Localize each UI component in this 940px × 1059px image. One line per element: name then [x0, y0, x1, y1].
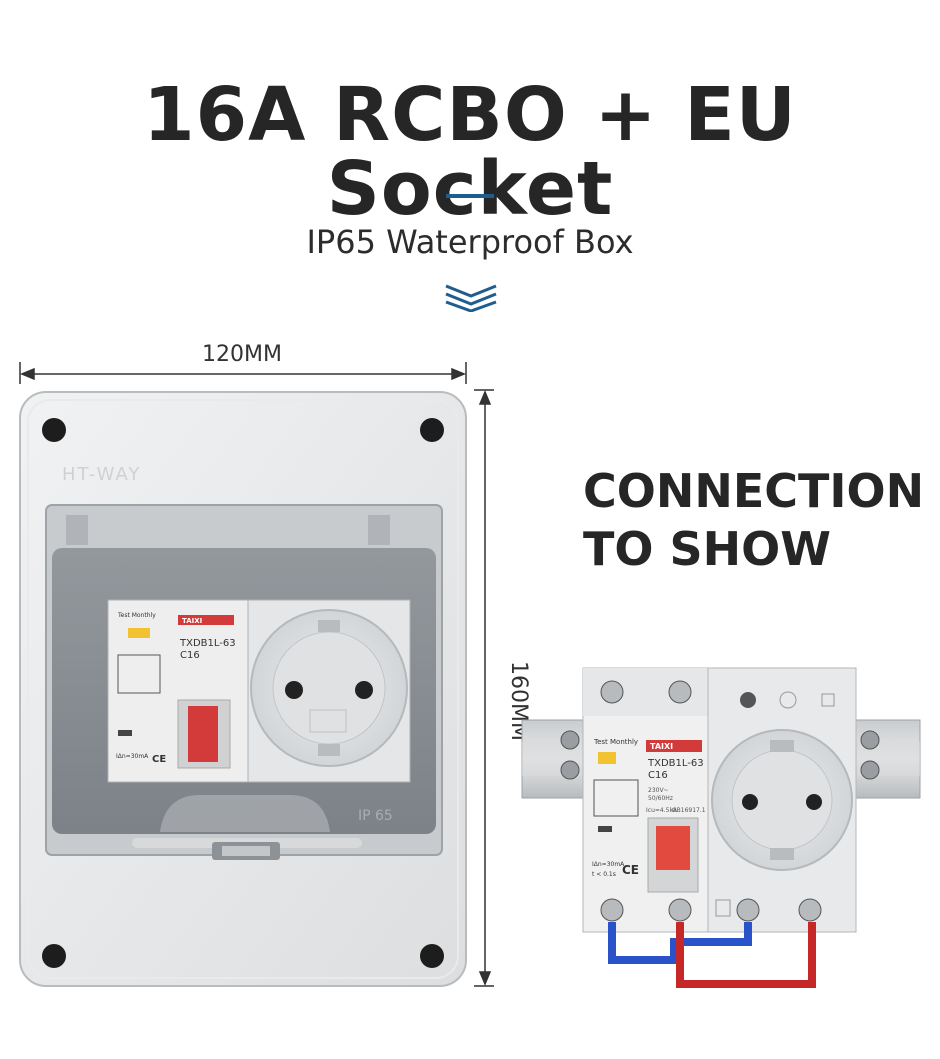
svg-text:Test Monthly: Test Monthly — [593, 738, 638, 746]
chevron-down-icon — [445, 284, 497, 312]
page-title: 16A RCBO + EU Socket — [143, 72, 797, 232]
height-dimension-line — [474, 389, 494, 987]
svg-text:t < 0.1s: t < 0.1s — [592, 871, 616, 878]
neutral-wire — [608, 922, 752, 964]
box-rating-text: IP 65 — [358, 808, 393, 824]
svg-text:230V~: 230V~ — [648, 787, 669, 794]
width-dimension-line — [19, 362, 467, 384]
live-wire — [676, 922, 816, 988]
title-underline — [446, 194, 494, 198]
subtitle: IP65 Waterproof Box — [306, 223, 634, 261]
connection-line-2: TO SHOW — [583, 522, 831, 576]
svg-text:IΔn=30mA: IΔn=30mA — [592, 861, 625, 868]
width-dimension-label: 120MM — [202, 342, 282, 367]
svg-text:CE: CE — [152, 754, 166, 765]
svg-text:GB16917.1: GB16917.1 — [672, 807, 706, 814]
connection-heading: CONNECTION TO SHOW — [583, 462, 924, 578]
svg-text:CE: CE — [622, 863, 639, 877]
svg-text:TXDB1L-63: TXDB1L-63 — [647, 758, 704, 769]
svg-text:TXDB1L-63: TXDB1L-63 — [179, 638, 236, 649]
connection-line-1: CONNECTION — [583, 464, 925, 518]
connection-illustration: Test Monthly TAIXI TXDB1L-63 C16 230V~ 5… — [521, 667, 921, 988]
svg-text:Icu=4.5kA: Icu=4.5kA — [646, 807, 678, 814]
box-brand-text: HT-WAY — [62, 464, 141, 485]
svg-text:50/60Hz: 50/60Hz — [648, 795, 673, 802]
svg-text:Test Monthly: Test Monthly — [117, 612, 156, 619]
svg-text:C16: C16 — [648, 770, 668, 781]
svg-text:IΔn=30mA: IΔn=30mA — [116, 753, 149, 760]
svg-text:TAIXI: TAIXI — [182, 617, 202, 625]
svg-text:TAIXI: TAIXI — [650, 742, 673, 751]
svg-text:C16: C16 — [180, 650, 200, 661]
waterproof-box: HT-WAY IP 65 Test Monthly TAIXI TXDB1L-6… — [19, 391, 467, 987]
